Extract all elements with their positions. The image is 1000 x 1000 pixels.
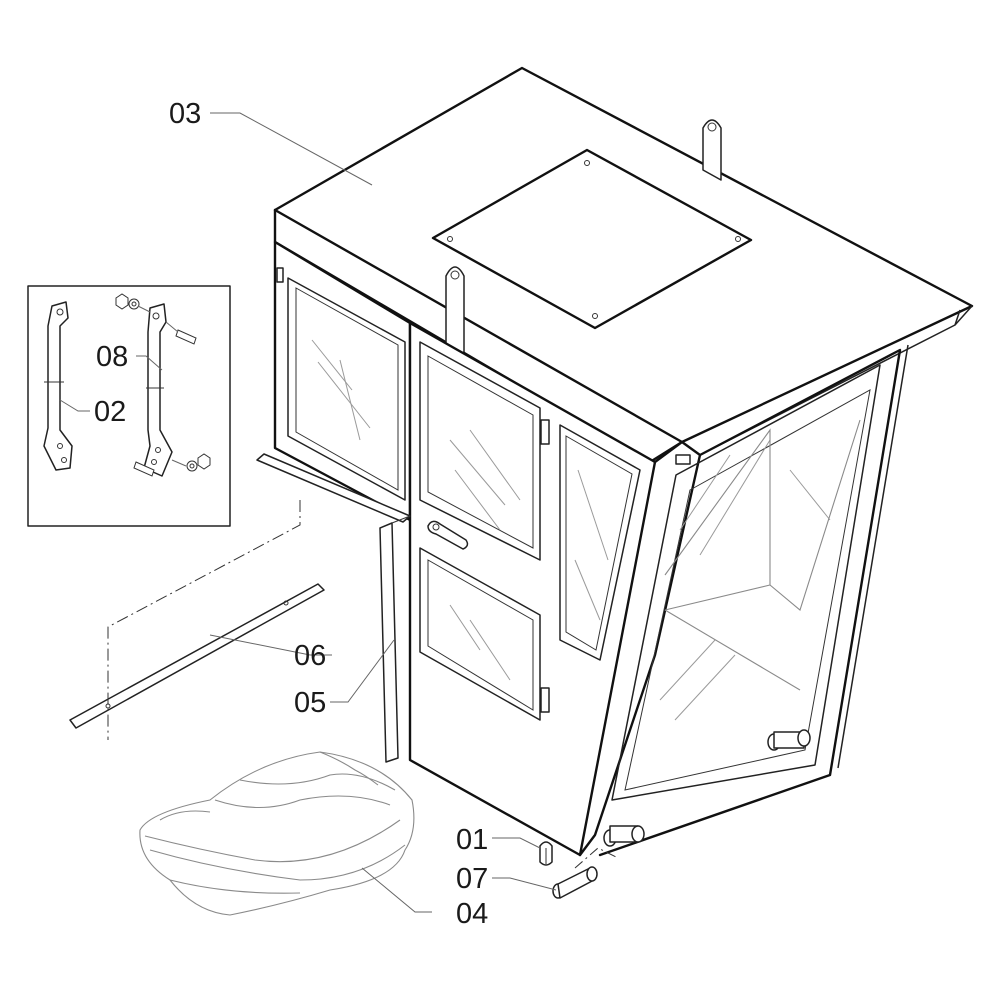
assembly-phantom-line (107, 500, 301, 740)
door-upper-window (419, 341, 541, 561)
cab-mount-rear (767, 729, 811, 751)
leader-lines (59, 112, 557, 913)
rear-lifting-lug (702, 119, 722, 181)
callout-02: 02 (94, 396, 126, 428)
door-hinge-lower (540, 687, 550, 713)
bracket-left (43, 301, 73, 471)
roof-hatch (431, 148, 753, 330)
callout-06: 06 (294, 640, 326, 672)
callout-04: 04 (456, 898, 488, 930)
bracket-right (143, 303, 173, 477)
callout-01: 01 (456, 824, 488, 856)
cab-mount-front (603, 825, 645, 847)
door-hinge-upper (540, 419, 550, 445)
roof-latch (675, 454, 691, 465)
detail-box (27, 285, 231, 527)
door-handle-icon (427, 520, 469, 550)
front-lifting-lug (445, 266, 465, 359)
callout-07: 07 (456, 863, 488, 895)
mount-phantom-line (574, 847, 619, 869)
operator-cab-icon (273, 66, 974, 857)
spacer-sleeve-icon (552, 866, 598, 899)
roll-bar-bracket-icon (43, 293, 211, 477)
callout-08: 08 (96, 341, 128, 373)
cab-left-wall (273, 240, 412, 522)
callout-03: 03 (169, 98, 201, 130)
folded-cover-icon (139, 751, 415, 916)
cab-front-post (578, 440, 702, 857)
front-side-window (559, 424, 641, 661)
callout-05: 05 (294, 687, 326, 719)
seal-strip-05 (256, 453, 411, 763)
retaining-clip-icon (539, 841, 553, 866)
cab-right-window (611, 364, 881, 801)
door-lower-window (419, 547, 541, 721)
